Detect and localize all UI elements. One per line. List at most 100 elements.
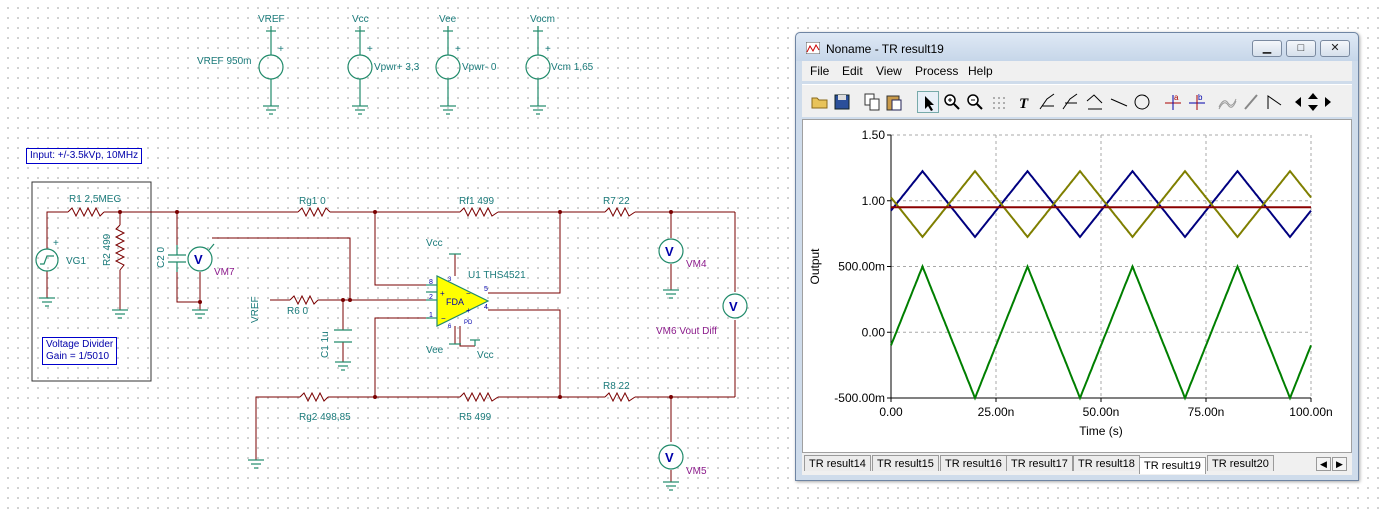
copy-icon[interactable] <box>861 91 883 113</box>
svg-text:4: 4 <box>484 304 488 311</box>
vref-source-title: VREF <box>258 14 285 25</box>
x-axis-label: Time (s) <box>1079 424 1123 438</box>
tab-tr-result16[interactable]: TR result16 <box>940 455 1007 471</box>
x-tick-label: 25.00n <box>978 405 1015 419</box>
vcc-source[interactable]: Vcc + Vpwr+ 3,3 <box>347 14 420 115</box>
tr-result-window[interactable]: Noname - TR result19 ▁ □ ✕ File Edit Vie… <box>795 32 1359 481</box>
vee-source[interactable]: Vee + Vpwr- 0 <box>435 14 497 115</box>
resistor-r2[interactable] <box>114 224 126 271</box>
c1-label: C1 1u <box>320 331 331 358</box>
maximize-button[interactable]: □ <box>1286 40 1316 57</box>
right-arrow-icon[interactable] <box>1322 91 1334 113</box>
marker-b-icon[interactable]: b <box>1186 91 1208 113</box>
y-tick-label: 500.00m <box>838 260 885 274</box>
tab-tr-result20[interactable]: TR result20 <box>1207 455 1274 471</box>
close-icon: ✕ <box>1330 42 1340 54</box>
vm6-label: VM6 Vout Diff <box>656 326 717 337</box>
voltmeter-vm6[interactable]: V VM6 Vout Diff <box>656 293 748 337</box>
close-button[interactable]: ✕ <box>1320 40 1350 57</box>
menu-file[interactable]: File <box>810 64 830 78</box>
paste-icon[interactable] <box>883 91 905 113</box>
signal-generator-vg1[interactable]: + VG1 <box>35 238 86 272</box>
menu-edit[interactable]: Edit <box>842 64 863 78</box>
vcc-source-title: Vcc <box>352 14 369 25</box>
y-tick-label: 1.50 <box>862 128 886 142</box>
r2-label: R2 499 <box>102 233 113 266</box>
y-tick-label: 0.00 <box>862 325 886 339</box>
svg-text:PD: PD <box>464 320 473 326</box>
schematic-diagram[interactable]: VREF + VREF 950m Vcc + Vpwr+ 3,3 Vee + V… <box>0 0 790 509</box>
tab-tr-result18[interactable]: TR result18 <box>1073 455 1140 471</box>
tab-tr-result14[interactable]: TR result14 <box>804 455 871 471</box>
menu-process[interactable]: Process <box>915 64 959 78</box>
svg-text:+: + <box>455 44 461 55</box>
vcc-pd-label: Vcc <box>477 350 494 361</box>
toolbar: T a b <box>802 84 1352 117</box>
tab-tr-result19[interactable]: TR result19 <box>1139 457 1206 474</box>
resistor-r8[interactable] <box>604 391 636 403</box>
opamp-u1[interactable]: FDA +− −+ 8 2 1 5 4 3 6 PD <box>426 275 490 330</box>
tab-scroll-left-icon[interactable]: ◀ <box>1316 457 1331 471</box>
line-icon[interactable] <box>1108 91 1130 113</box>
cursor-c-icon[interactable] <box>1084 91 1106 113</box>
tab-scroll-right-icon[interactable]: ▶ <box>1332 457 1347 471</box>
x-tick-label: 75.00n <box>1188 405 1225 419</box>
resistor-rg1[interactable] <box>297 206 331 218</box>
r7-label: R7 22 <box>603 196 630 207</box>
voltmeter-vm5[interactable]: V VM5 <box>658 444 707 477</box>
menu-help[interactable]: Help <box>968 64 993 78</box>
svg-text:a: a <box>1174 93 1179 102</box>
capacitor-c1[interactable] <box>334 329 352 343</box>
left-arrow-icon[interactable] <box>1292 91 1304 113</box>
r6-label: R6 0 <box>287 306 309 317</box>
resistor-r7[interactable] <box>604 206 636 218</box>
y-tick-label: -500.00m <box>834 391 885 405</box>
updown-icon[interactable] <box>1305 91 1321 113</box>
svg-text:V: V <box>729 299 738 314</box>
vocm-source[interactable]: Vocm + Vcm 1,65 <box>525 14 594 115</box>
vee-source-title: Vee <box>439 14 457 25</box>
capacitor-c2[interactable] <box>168 245 186 272</box>
svg-text:−: − <box>466 289 471 298</box>
vm5-label: VM5 <box>686 466 707 477</box>
resistor-rf1[interactable] <box>459 206 499 218</box>
vref-source[interactable]: VREF + VREF 950m <box>197 14 285 115</box>
vref-source-name: VREF 950m <box>197 56 251 67</box>
menu-view[interactable]: View <box>876 64 902 78</box>
series-line-2 <box>890 169 1312 239</box>
zoom-in-icon[interactable] <box>941 91 963 113</box>
wave-icon[interactable] <box>1216 91 1238 113</box>
circle-icon[interactable] <box>1131 91 1153 113</box>
resistor-rg2[interactable] <box>299 391 329 403</box>
step-icon[interactable] <box>1264 91 1286 113</box>
tab-tr-result17[interactable]: TR result17 <box>1006 455 1073 471</box>
svg-text:+: + <box>278 44 284 55</box>
pen-icon[interactable] <box>1240 91 1262 113</box>
voltmeter-vm7[interactable]: V VM7 <box>187 243 235 278</box>
voltmeter-vm4[interactable]: V VM4 <box>658 238 707 270</box>
cursor-b-icon[interactable] <box>1060 91 1082 113</box>
vcc-source-name: Vpwr+ 3,3 <box>374 62 420 73</box>
window-titlebar[interactable]: Noname - TR result19 ▁ □ ✕ <box>796 33 1358 61</box>
resistor-r1[interactable] <box>67 206 105 218</box>
cursor-a-icon[interactable] <box>1037 91 1059 113</box>
svg-text:6: 6 <box>448 324 452 330</box>
resistor-r5[interactable] <box>459 391 499 403</box>
vm4-label: VM4 <box>686 259 707 270</box>
save-icon[interactable] <box>831 91 853 113</box>
pointer-icon[interactable] <box>917 91 939 113</box>
tab-tr-result15[interactable]: TR result15 <box>872 455 939 471</box>
zoom-out-icon[interactable] <box>964 91 986 113</box>
grid-icon[interactable] <box>989 91 1011 113</box>
minimize-button[interactable]: ▁ <box>1252 40 1282 57</box>
divider-note[interactable]: Voltage Divider Gain = 1/5010 <box>42 337 118 365</box>
input-note[interactable]: Input: +/-3.5kVp, 10MHz <box>26 148 143 164</box>
text-icon[interactable]: T <box>1014 91 1036 113</box>
r1-label: R1 2,5MEG <box>69 194 121 205</box>
open-folder-icon[interactable] <box>809 91 831 113</box>
svg-text:1: 1 <box>429 312 433 319</box>
marker-a-icon[interactable]: a <box>1162 91 1184 113</box>
resistor-r6[interactable] <box>289 294 319 306</box>
